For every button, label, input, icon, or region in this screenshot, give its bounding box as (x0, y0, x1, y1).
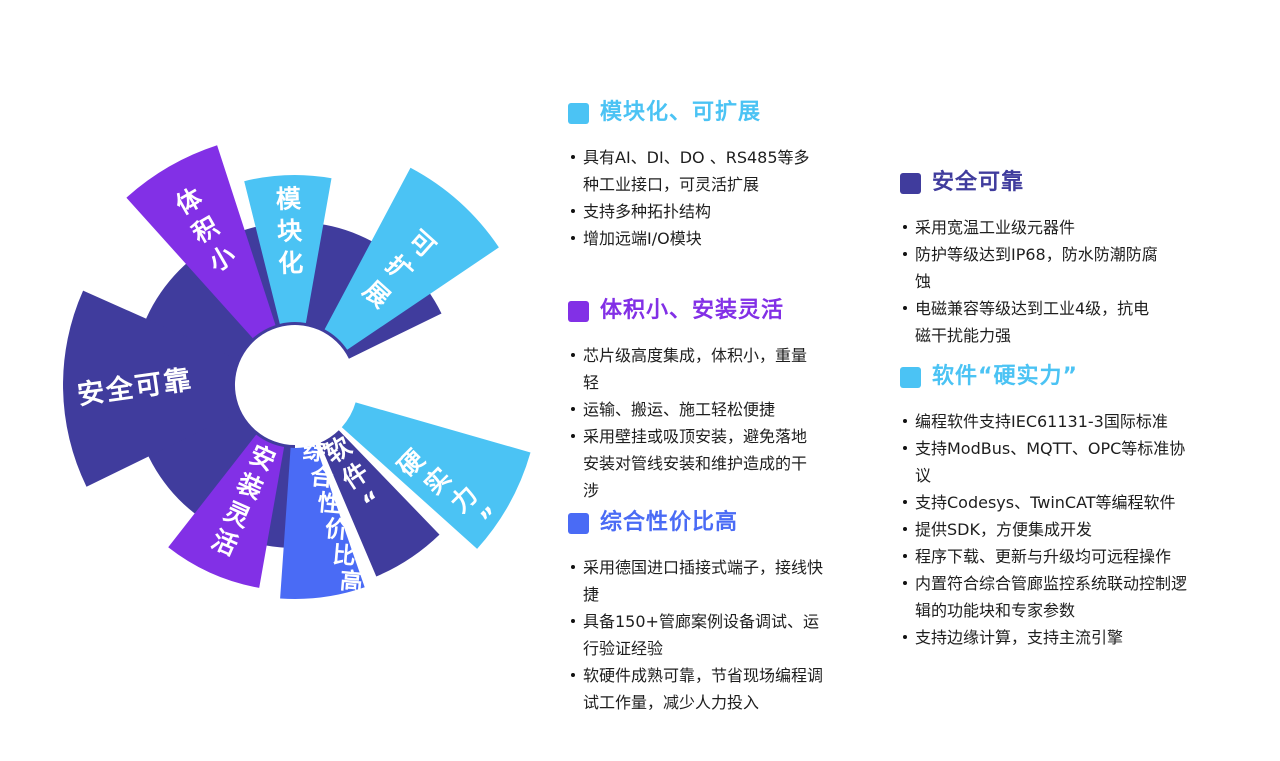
bullet-item: 采用壁挂或吸顶安装，避免落地安装对管线安装和维护造成的干涉 (570, 423, 820, 504)
section-header: 安全可靠 (900, 170, 1162, 196)
section-title: 软件“硬实力” (932, 364, 1078, 389)
wedge-label-cost-effective: 综 (302, 437, 327, 466)
wedge-label-cost-effective: 性 (317, 490, 342, 518)
bullet-item: 增加远端I/O模块 (570, 225, 820, 252)
wedge-label-cost-effective: 合 (309, 463, 335, 492)
wedge-label-cost-effective: 比 (332, 542, 357, 570)
bullet-item: 支持Codesys、TwinCAT等编程软件 (902, 489, 1190, 516)
wedge-safe-reliable (63, 290, 239, 487)
bullet-item: 支持多种拓扑结构 (570, 198, 820, 225)
wedge-compact (126, 145, 276, 339)
bullet-item: 支持ModBus、MQTT、OPC等标准协议 (902, 435, 1190, 489)
bullet-item: 编程软件支持IEC61131-3国际标准 (902, 408, 1190, 435)
bullet-item: 采用宽温工业级元器件 (902, 214, 1162, 241)
section-software-strength: 软件“硬实力” 编程软件支持IEC61131-3国际标准支持ModBus、MQT… (900, 364, 1190, 651)
section-title: 安全可靠 (932, 170, 1025, 195)
section-compact-flexible: 体积小、安装灵活 芯片级高度集成，体积小，重量轻运输、搬运、施工轻松便捷采用壁挂… (568, 298, 820, 504)
section-marker-square (900, 172, 921, 194)
section-title: 综合性价比高 (600, 510, 739, 535)
bullet-item: 程序下载、更新与升级均可远程操作 (902, 543, 1190, 570)
bullet-item: 电磁兼容等级达到工业4级，抗电磁干扰能力强 (902, 295, 1162, 349)
section-title: 模块化、可扩展 (600, 100, 762, 125)
wedge-label-modularity: 块 (277, 216, 303, 246)
bullet-item: 防护等级达到IP68，防水防潮防腐蚀 (902, 241, 1162, 295)
bullet-item: 具有AI、DI、DO 、RS485等多种工业接口，可灵活扩展 (570, 144, 820, 198)
section-marker-square (568, 300, 589, 322)
section-header: 综合性价比高 (568, 510, 828, 536)
bullet-item: 支持边缘计算，支持主流引擎 (902, 624, 1190, 651)
section-bullets: 采用宽温工业级元器件防护等级达到IP68，防水防潮防腐蚀电磁兼容等级达到工业4级… (902, 214, 1162, 349)
bullet-item: 具备150+管廊案例设备调试、运行验证经验 (570, 608, 828, 662)
wedge-expandable (324, 167, 499, 350)
section-safe-reliable: 安全可靠 采用宽温工业级元器件防护等级达到IP68，防水防潮防腐蚀电磁兼容等级达… (900, 170, 1162, 349)
section-title: 体积小、安装灵活 (600, 298, 785, 323)
wedge-label-cost-effective: 高 (339, 567, 364, 596)
wedge-software (319, 430, 440, 577)
wedge-hard-strength (341, 402, 531, 549)
bullet-item: 内置符合综合管廊监控系统联动控制逻辑的功能块和专家参数 (902, 570, 1190, 624)
section-header: 模块化、可扩展 (568, 100, 820, 126)
bullet-item: 软硬件成熟可靠，节省现场编程调试工作量，减少人力投入 (570, 662, 828, 716)
section-marker-square (568, 102, 589, 124)
section-marker-square (568, 512, 589, 534)
section-marker-square (900, 366, 921, 388)
bullet-item: 提供SDK，方便集成开发 (902, 516, 1190, 543)
wedge-easy-install (168, 434, 285, 588)
section-header: 体积小、安装灵活 (568, 298, 820, 324)
wedge-label-modularity: 模 (275, 184, 302, 214)
wedge-cost-effective (280, 444, 365, 600)
wedge-label-cost-effective: 价 (324, 516, 350, 544)
section-header: 软件“硬实力” (900, 364, 1190, 390)
section-cost-effective: 综合性价比高 采用德国进口插接式端子，接线快捷具备150+管廊案例设备调试、运行… (568, 510, 828, 716)
bullet-item: 运输、搬运、施工轻松便捷 (570, 396, 820, 423)
section-bullets: 编程软件支持IEC61131-3国际标准支持ModBus、MQTT、OPC等标准… (902, 408, 1190, 651)
bullet-item: 采用德国进口插接式端子，接线快捷 (570, 554, 828, 608)
bullet-item: 芯片级高度集成，体积小，重量轻 (570, 342, 820, 396)
wedge-modularity (244, 174, 332, 324)
section-modular-expandable: 模块化、可扩展 具有AI、DI、DO 、RS485等多种工业接口，可灵活扩展支持… (568, 100, 820, 252)
section-bullets: 具有AI、DI、DO 、RS485等多种工业接口，可灵活扩展支持多种拓扑结构增加… (570, 144, 820, 252)
wedge-label-modularity: 化 (278, 248, 304, 278)
section-bullets: 芯片级高度集成，体积小，重量轻运输、搬运、施工轻松便捷采用壁挂或吸顶安装，避免落… (570, 342, 820, 504)
section-bullets: 采用德国进口插接式端子，接线快捷具备150+管廊案例设备调试、运行验证经验软硬件… (570, 554, 828, 716)
